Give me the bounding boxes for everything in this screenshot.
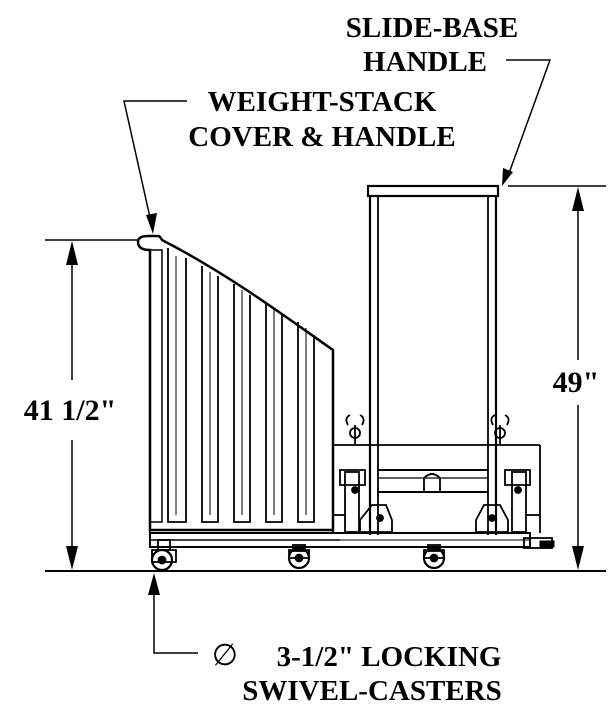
caster-middle (287, 544, 311, 570)
slide-base-label-line1: SLIDE-BASE (346, 12, 518, 44)
weight-stack-cover (136, 234, 340, 541)
casters-leader (153, 590, 198, 654)
casters-label-line1: 3-1/2" LOCKING (277, 641, 502, 673)
weight-stack-leader (123, 100, 187, 223)
caster-left (150, 539, 177, 572)
slide-base-leader (506, 59, 552, 177)
slide-base-label-line2: HANDLE (363, 46, 487, 78)
right-height-dimension: 49" (553, 366, 600, 399)
weight-stack-label-line1: WEIGHT-STACK (208, 86, 437, 118)
left-dim-arrow-top (66, 241, 78, 265)
casters-label-line2: SWIVEL-CASTERS (242, 675, 501, 707)
carriage-mechanism (332, 414, 541, 533)
right-dim-arrow-top (572, 187, 584, 211)
diameter-symbol: ∅ (212, 638, 238, 673)
weight-stack-arrowhead (146, 213, 157, 234)
slide-base-handle-frame (366, 184, 500, 535)
left-dim-arrow-bottom (66, 546, 78, 570)
base-frame (149, 532, 555, 549)
cover-ribs (167, 248, 315, 523)
weight-stack-label-line2: COVER & HANDLE (188, 121, 455, 153)
casters-arrowhead (148, 573, 160, 595)
caster-right (422, 544, 446, 570)
slide-base-arrowhead (502, 168, 513, 186)
left-height-dimension: 41 1/2" (24, 394, 117, 427)
right-dim-arrow-bottom (572, 546, 584, 570)
